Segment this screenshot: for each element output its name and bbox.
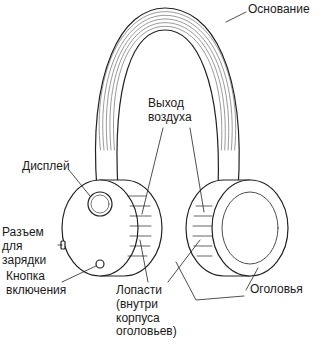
part-label: Оголовья <box>250 283 320 297</box>
part-label: Выход воздуха <box>148 97 212 125</box>
leader-lines <box>58 12 258 300</box>
air-outlet-right <box>193 206 212 256</box>
left-cup-face <box>62 180 138 276</box>
air-outlet-left <box>128 196 151 256</box>
part-label: Дисплей <box>22 160 82 174</box>
right-cup-face <box>212 180 288 276</box>
part-label: Основание <box>248 3 320 17</box>
power-button <box>96 260 104 268</box>
part-label: Лопасти (внутри корпуса оголовьев) <box>116 284 196 339</box>
part-label: Разъем для зарядки <box>2 226 58 267</box>
display <box>88 192 112 216</box>
part-label: Кнопка включения <box>6 270 68 298</box>
headband <box>96 8 240 190</box>
